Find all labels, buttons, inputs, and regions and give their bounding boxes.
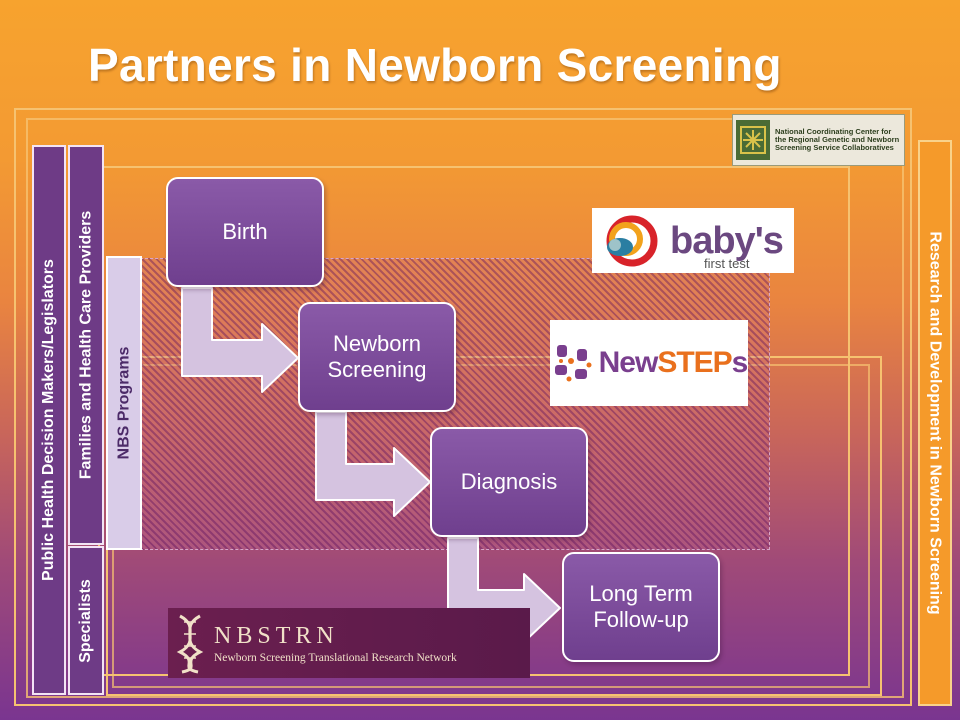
step-long-term-follow-up: Long Term Follow-up [562,552,720,662]
outer-frame [14,108,912,706]
babys-first-test-logo: baby's first test [592,208,794,273]
public-health-bar: Public Health Decision Makers/Legislator… [32,145,66,695]
babys-rings-icon [606,215,658,266]
nbstrn-fullname: Newborn Screening Translational Research… [214,651,457,664]
nccrc-emblem-icon [736,120,770,160]
newsteps-logo: NewSTEPs [550,320,748,406]
babys-subtitle: first test [704,256,750,271]
newsteps-s: s [731,346,749,379]
frame-2 [26,118,904,698]
nccrc-text: National Coordinating Center for the Reg… [775,126,900,153]
newsteps-footprints-icon [554,345,592,382]
step-diagnosis: Diagnosis [430,427,588,537]
page-title: Partners in Newborn Screening [88,39,782,91]
newsteps-new: New [598,346,659,379]
nbstrn-text-block: NBSTRN Newborn Screening Translational R… [214,623,457,664]
newsteps-word: NewSTEPs [598,346,749,380]
babys-word: baby's [670,219,784,262]
step-birth: Birth [166,177,324,287]
arrow-screening-to-diagnosis [315,411,431,517]
arrow-birth-to-screening [181,287,299,393]
step-newborn-screening: Newborn Screening [298,302,456,412]
nbstrn-acronym: NBSTRN [214,622,339,649]
dna-helix-icon [176,614,204,674]
specialists-bar: Specialists [68,546,104,695]
families-bar: Families and Health Care Providers [68,145,104,545]
newsteps-steps: STEP [657,346,732,379]
nccrc-logo: National Coordinating Center for the Reg… [732,114,905,166]
nbs-programs-bar: NBS Programs [106,256,142,550]
research-bar: Research and Development in Newborn Scre… [918,140,952,706]
nbstrn-logo: NBSTRN Newborn Screening Translational R… [168,608,530,678]
